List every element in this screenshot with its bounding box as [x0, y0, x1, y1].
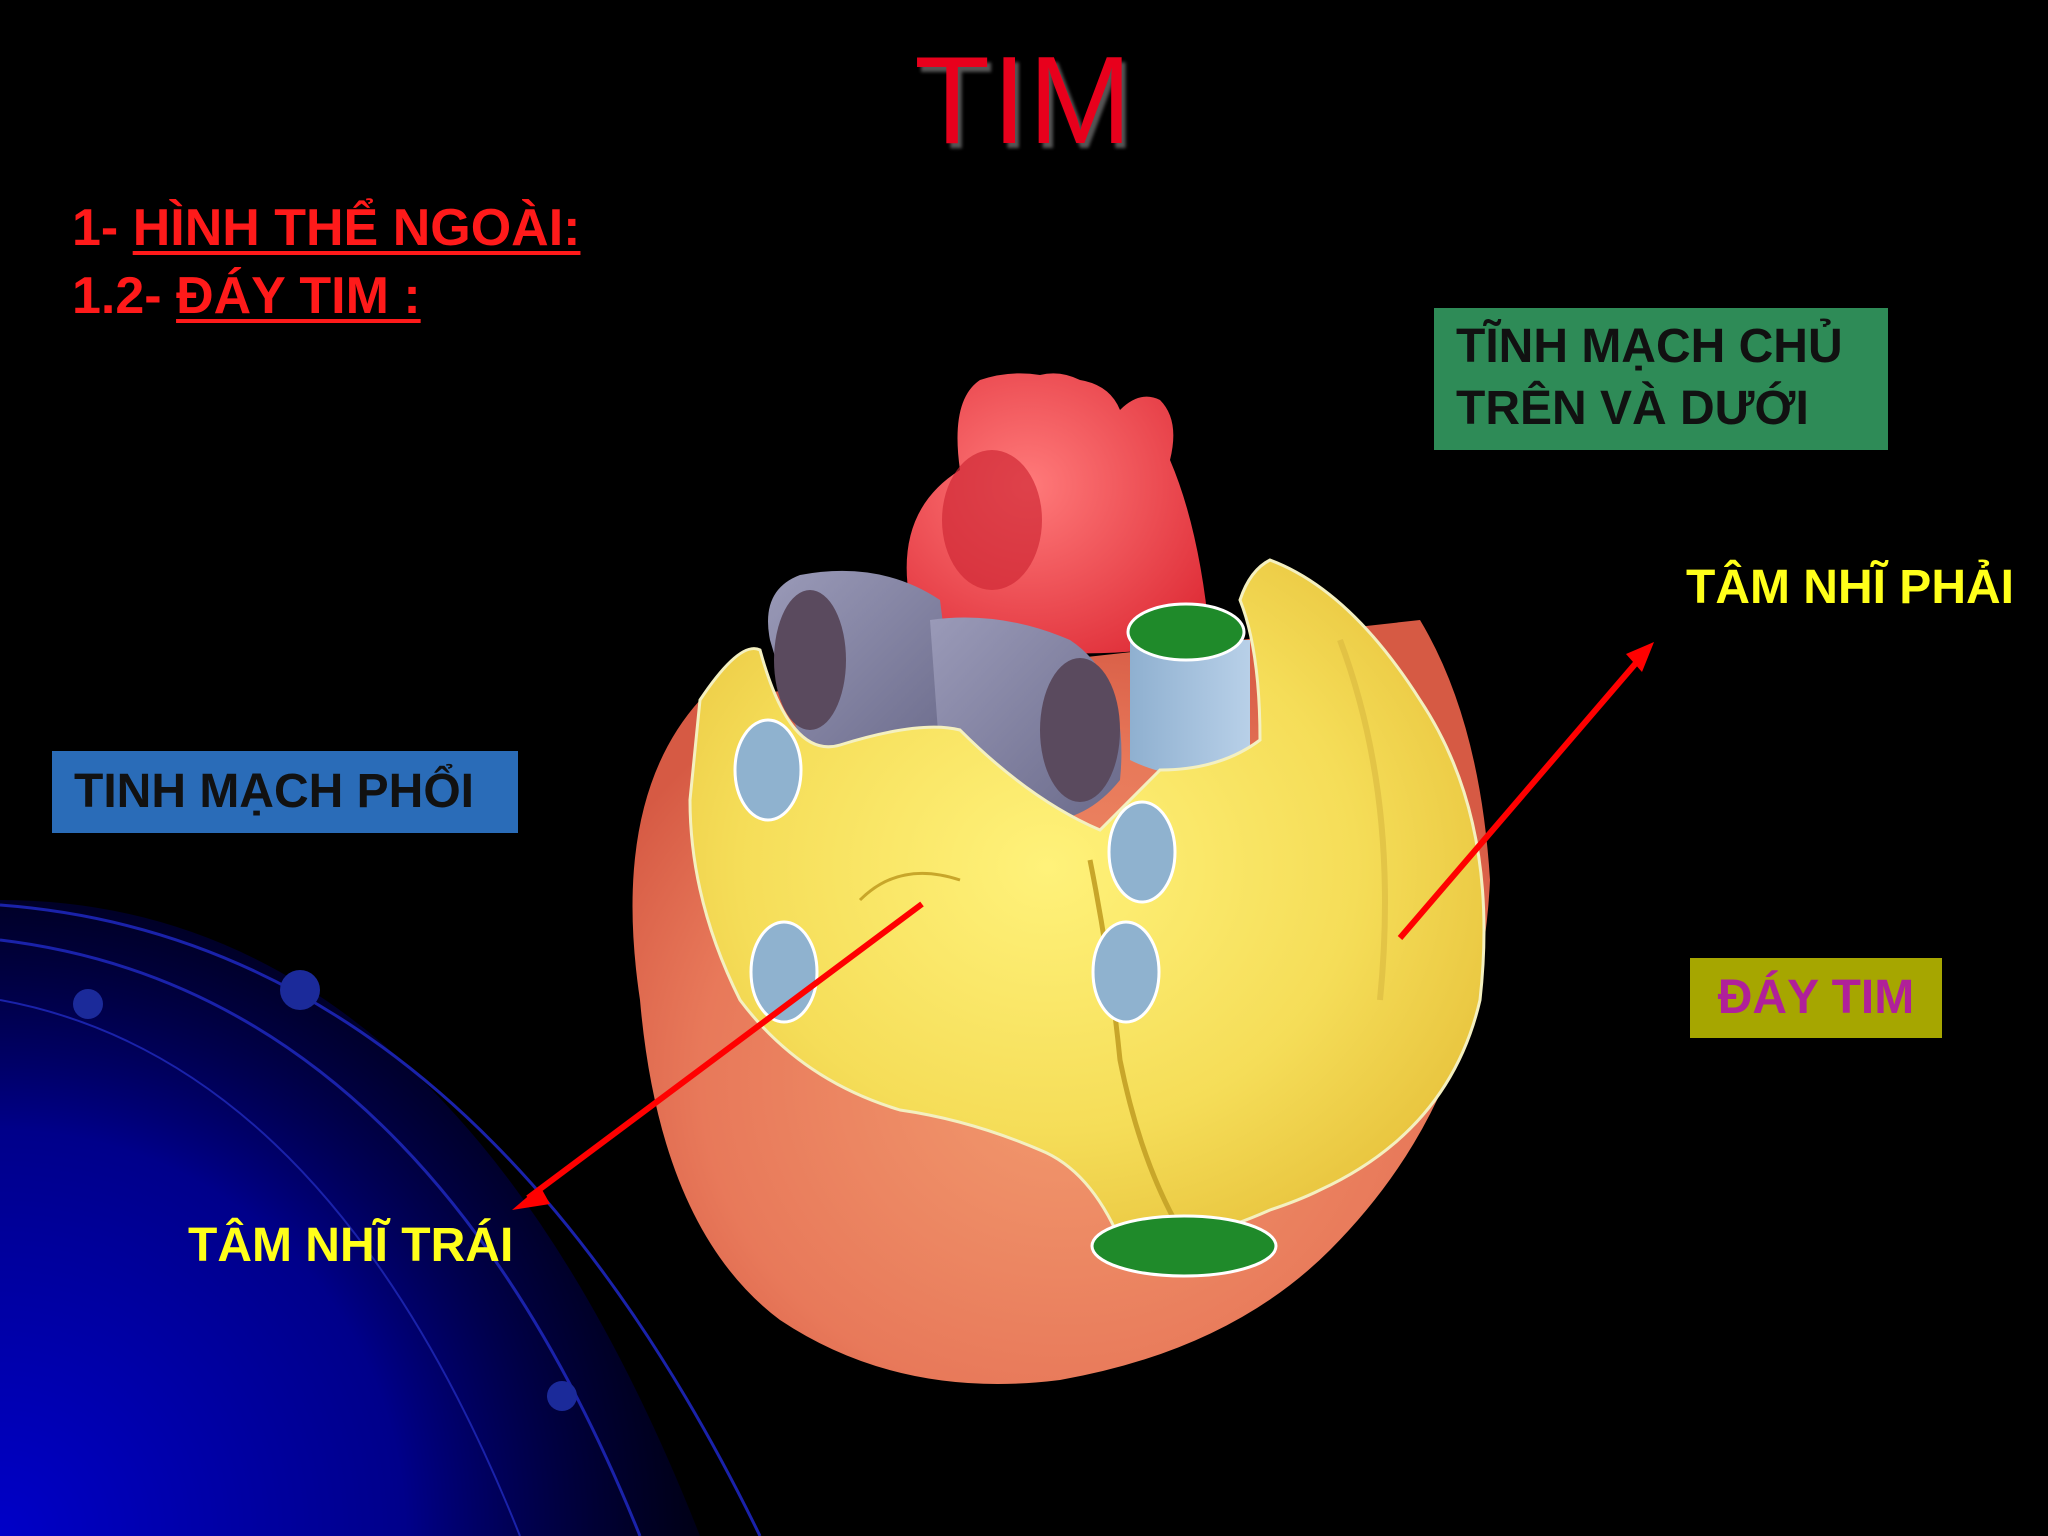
pulmonary-vein-marker: [733, 718, 803, 822]
orbit-dot: [547, 1381, 577, 1411]
vena-cava-label-line2: TRÊN VÀ DƯỚI: [1456, 382, 1809, 435]
heading-1-text: HÌNH THỂ NGOÀI:: [132, 199, 581, 257]
heading-heart-base: 1.2- ĐÁY TIM :: [72, 266, 421, 326]
arrow-right-atrium: [1397, 654, 1645, 940]
pulmonary-vein-marker: [1107, 800, 1177, 904]
pulmonary-veins-label-box: TINH MẠCH PHỔI: [52, 751, 518, 833]
pulmonary-artery-opening: [1040, 658, 1120, 802]
right-atrium-label: TÂM NHĨ PHẢI: [1686, 561, 2014, 614]
superior-vena-cava: [1130, 640, 1250, 775]
arrow-left-atrium-head: [512, 1186, 550, 1210]
pulmonary-vein-marker: [1091, 920, 1161, 1024]
heading-2-text: ĐÁY TIM :: [176, 267, 421, 325]
orbit-dot: [73, 989, 103, 1019]
heading-1-prefix: 1-: [72, 199, 133, 257]
vena-cava-label-box: TĨNH MẠCH CHỦ TRÊN VÀ DƯỚI: [1434, 308, 1888, 450]
left-atrium-label: TÂM NHĨ TRÁI: [188, 1219, 514, 1272]
heart-base-label: ĐÁY TIM: [1717, 971, 1915, 1024]
arrow-left-atrium: [526, 901, 924, 1201]
heading-external-form: 1- HÌNH THỂ NGOÀI:: [72, 198, 580, 258]
slide-title: TIM: [914, 32, 1134, 170]
aorta-opening: [942, 450, 1042, 590]
inferior-vena-cava-marker: [1090, 1214, 1278, 1278]
heading-2-prefix: 1.2-: [72, 267, 177, 325]
pulmonary-veins-label: TINH MẠCH PHỔI: [74, 765, 474, 818]
heart-base-label-box: ĐÁY TIM: [1690, 958, 1942, 1038]
arrow-right-atrium-head: [1626, 642, 1654, 672]
pulmonary-artery-opening: [774, 590, 846, 730]
superior-vena-cava-marker: [1126, 602, 1246, 662]
left-atrium-highlight: [688, 558, 1486, 1244]
vena-cava-label-line1: TĨNH MẠCH CHỦ: [1456, 320, 1843, 373]
orbit-dot: [280, 970, 320, 1010]
